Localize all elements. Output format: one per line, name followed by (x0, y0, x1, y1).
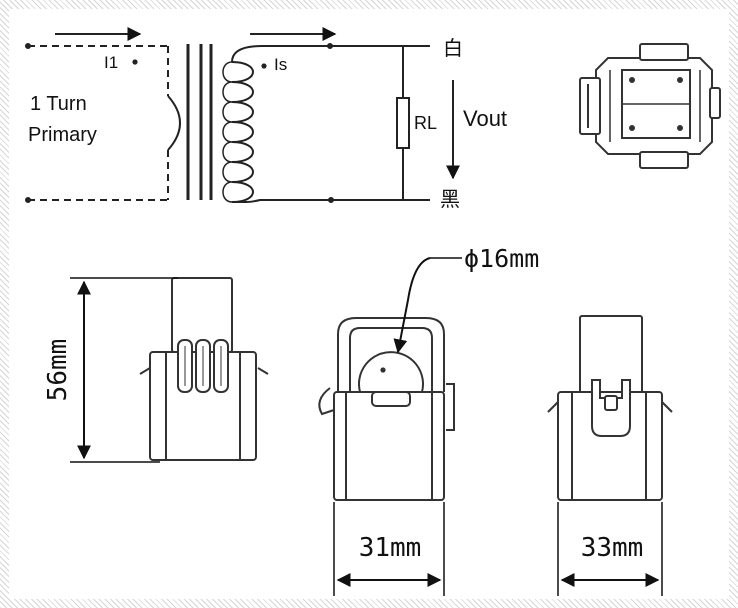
primary-label-line2: Primary (28, 124, 97, 146)
hole-diameter-leader (393, 257, 462, 354)
output-circuit (327, 43, 460, 203)
primary-label-line1: 1 Turn (30, 93, 87, 115)
primary-polarity-dot (132, 59, 138, 65)
hole-diameter-label: ϕ16mm (464, 244, 539, 273)
front-view (318, 317, 455, 501)
right-side-view (547, 315, 673, 501)
load-resistor (396, 97, 410, 149)
primary-current-label: I1 (104, 53, 118, 72)
side-width-label: 33mm (581, 533, 644, 563)
output-voltage-label: Vout (463, 106, 507, 131)
secondary-polarity-dot (261, 63, 267, 69)
white-wire-label: 白 (443, 37, 463, 60)
side-width-dimension (557, 502, 663, 596)
load-resistor-label: RL (414, 113, 437, 133)
front-width-label: 31mm (359, 533, 422, 563)
secondary-current-label: Is (274, 55, 287, 74)
left-side-view (139, 277, 269, 461)
black-wire-label: 黑 (440, 189, 460, 211)
primary-conductor (25, 43, 181, 203)
top-view (579, 43, 721, 169)
transformer-core (186, 44, 213, 200)
height-dimension (70, 277, 178, 463)
secondary-coil (222, 45, 332, 203)
front-width-dimension (333, 502, 445, 596)
schematic (25, 27, 460, 203)
height-dimension-label: 56mm (43, 339, 73, 402)
